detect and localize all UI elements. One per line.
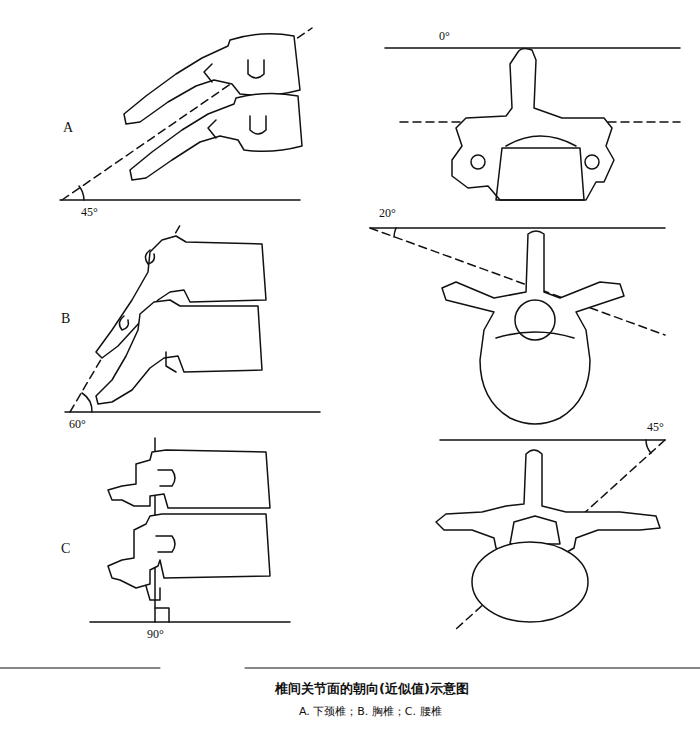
cervical-axial <box>385 48 680 200</box>
part-letter: C <box>60 541 71 556</box>
caption: 椎间关节面的朝向(近似值)示意图 <box>274 682 470 696</box>
thoracic-lateral <box>65 222 320 412</box>
thoracic-axial <box>370 228 665 424</box>
lumbar-axial <box>436 440 665 630</box>
part-letter: A <box>62 120 74 135</box>
caption-rule <box>0 667 700 669</box>
angle-value: 90° <box>146 628 165 641</box>
angle-value: 20° <box>378 207 397 220</box>
lumbar-lateral <box>90 438 290 622</box>
angle-value: 45° <box>80 206 99 219</box>
cervical-lateral <box>60 28 312 200</box>
angle-value: 45° <box>646 421 665 434</box>
caption-note: A. 下颈椎；B. 胸椎；C. 腰椎 <box>298 706 443 718</box>
angle-value: 0° <box>438 30 451 43</box>
angle-value: 60° <box>68 418 87 431</box>
part-letter: B <box>60 311 71 326</box>
